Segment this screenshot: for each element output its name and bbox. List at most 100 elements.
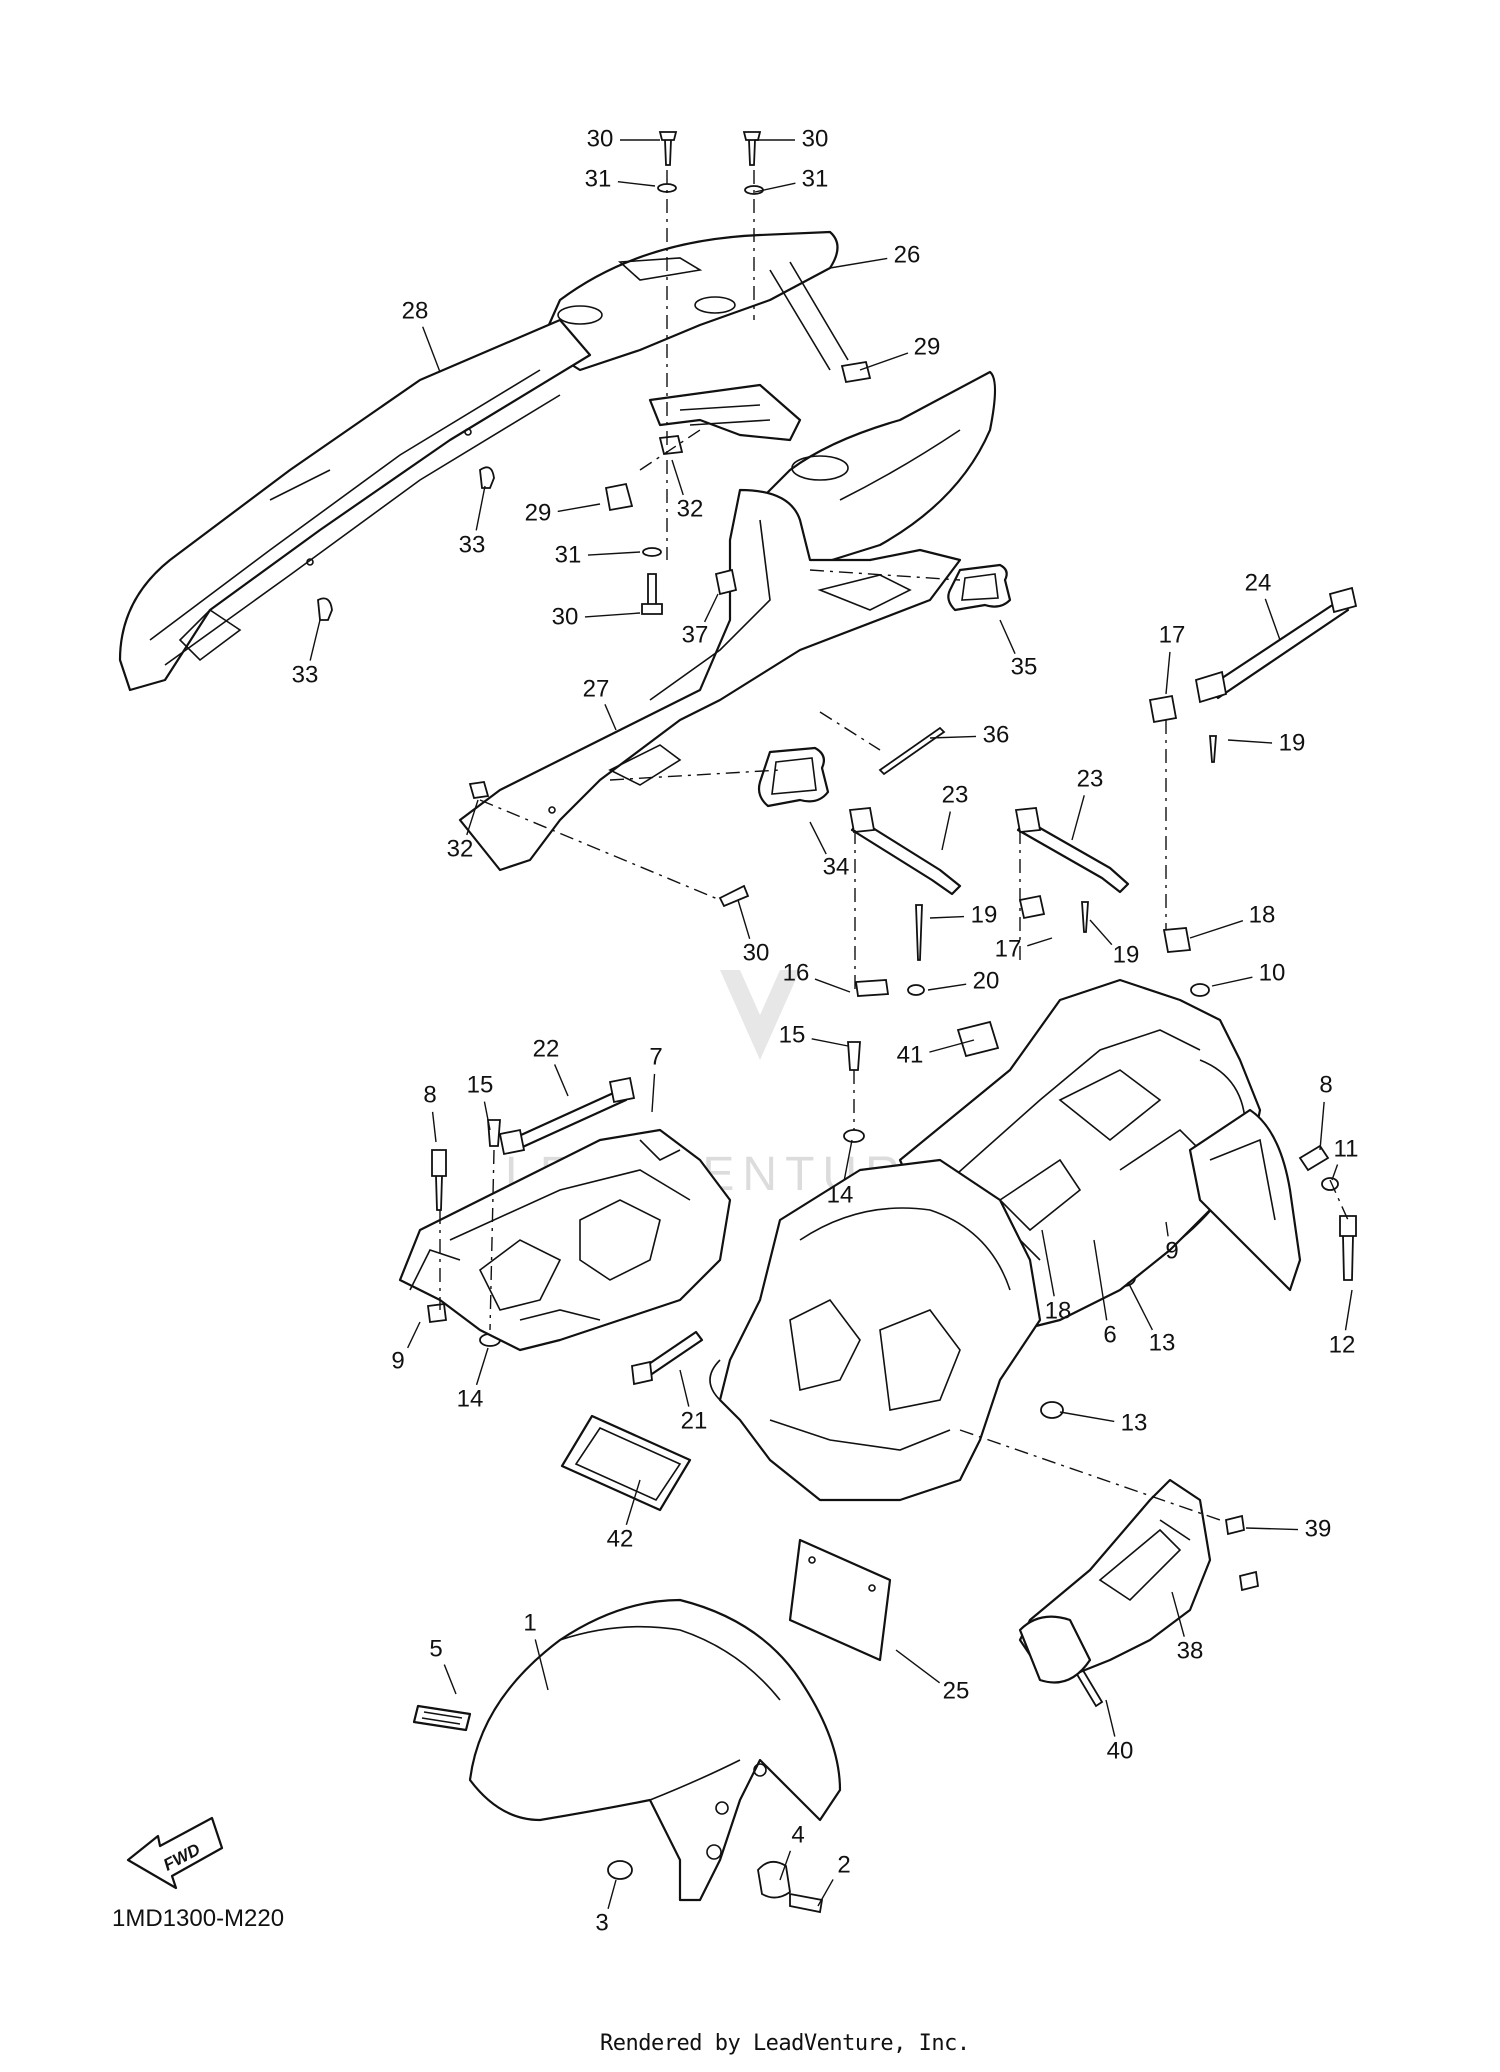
leader-line-c30c bbox=[584, 612, 641, 618]
part-1-front-fender bbox=[468, 1598, 842, 1902]
callout-c31a: 31 bbox=[585, 165, 612, 192]
callout-c20: 20 bbox=[973, 967, 1000, 994]
part-rear-fender-lower bbox=[709, 1158, 1042, 1502]
callout-c30b: 30 bbox=[802, 125, 829, 152]
callout-c37: 37 bbox=[682, 621, 709, 648]
callout-c22: 22 bbox=[533, 1035, 560, 1062]
part-23-strap-right bbox=[1014, 807, 1130, 894]
callout-c41: 41 bbox=[897, 1041, 924, 1068]
part-28-side-rail bbox=[118, 318, 592, 692]
callout-c15b: 15 bbox=[467, 1071, 494, 1098]
leader-line-c2 bbox=[817, 1879, 834, 1907]
leader-line-c19a bbox=[1227, 739, 1273, 744]
leader-line-c40 bbox=[1105, 1699, 1116, 1737]
leader-line-c5 bbox=[443, 1664, 457, 1695]
leader-line-c36 bbox=[929, 735, 977, 739]
part-mudguard-extension bbox=[1188, 1108, 1302, 1292]
leader-line-c17a bbox=[1165, 651, 1171, 695]
callout-c14b: 14 bbox=[457, 1385, 484, 1412]
leader-line-c34 bbox=[809, 821, 827, 855]
leader-line-c28 bbox=[422, 326, 441, 373]
callout-c18b: 18 bbox=[1045, 1297, 1072, 1324]
leader-line-c9b bbox=[407, 1321, 421, 1349]
part-22-strap bbox=[498, 1076, 636, 1156]
leader-line-c15a bbox=[811, 1038, 849, 1047]
leader-line-c37 bbox=[703, 593, 719, 623]
part-23-strap-left bbox=[848, 807, 962, 896]
callout-c4: 4 bbox=[791, 1821, 804, 1848]
leader-line-c29a bbox=[859, 352, 909, 371]
leader-line-c30d bbox=[737, 899, 751, 940]
callout-c1: 1 bbox=[523, 1609, 536, 1636]
callout-c21: 21 bbox=[681, 1407, 708, 1434]
callout-c17a: 17 bbox=[1159, 621, 1186, 648]
callout-c16: 16 bbox=[783, 959, 810, 986]
part-34-gasket bbox=[757, 746, 830, 808]
callout-c36: 36 bbox=[983, 721, 1010, 748]
callout-c13a: 13 bbox=[1149, 1329, 1176, 1356]
callout-c13b: 13 bbox=[1121, 1409, 1148, 1436]
callout-c9a: 9 bbox=[1165, 1237, 1178, 1264]
fwd-arrow: FWD bbox=[126, 1816, 224, 1890]
part-42-plate bbox=[560, 1414, 692, 1512]
diagram-code: 1MD1300-M220 bbox=[112, 1905, 284, 1932]
leader-line-c31b bbox=[754, 182, 796, 193]
leader-line-c31a bbox=[617, 180, 656, 187]
leader-line-c16 bbox=[814, 978, 851, 993]
callout-c19c: 19 bbox=[1113, 941, 1140, 968]
leader-line-c18a bbox=[1189, 920, 1244, 939]
leader-line-c4 bbox=[779, 1850, 792, 1881]
leader-line-c9a bbox=[1165, 1221, 1169, 1237]
part-26-cowl-top bbox=[538, 230, 849, 372]
callout-c26: 26 bbox=[894, 241, 921, 268]
callout-c23b: 23 bbox=[1077, 765, 1104, 792]
callout-c34: 34 bbox=[823, 853, 850, 880]
callout-c32a: 32 bbox=[677, 495, 704, 522]
leader-line-c22 bbox=[553, 1064, 569, 1097]
leader-line-c19b bbox=[929, 915, 965, 919]
leader-line-c12 bbox=[1344, 1289, 1353, 1331]
part-cowl-bracket bbox=[648, 383, 802, 442]
leader-line-c14b bbox=[475, 1347, 489, 1386]
callout-c40: 40 bbox=[1107, 1737, 1134, 1764]
callout-c28: 28 bbox=[402, 297, 429, 324]
leader-line-c8a bbox=[431, 1111, 437, 1143]
leader-line-c42 bbox=[625, 1479, 641, 1526]
leader-line-c31c bbox=[587, 551, 641, 556]
callout-c30c: 30 bbox=[552, 603, 579, 630]
part-27-side-cover bbox=[458, 488, 962, 872]
callout-c27: 27 bbox=[583, 675, 610, 702]
leader-line-c8b bbox=[1319, 1101, 1325, 1151]
callout-c8b: 8 bbox=[1319, 1071, 1332, 1098]
callout-c30a: 30 bbox=[587, 125, 614, 152]
part-35-gasket bbox=[947, 563, 1012, 612]
part-7-battery-box bbox=[398, 1128, 732, 1352]
leader-line-c32a bbox=[671, 459, 684, 496]
callout-c24: 24 bbox=[1245, 569, 1272, 596]
leader-line-c21 bbox=[679, 1369, 690, 1407]
alignment-lines bbox=[439, 170, 1349, 1521]
leader-line-c17b bbox=[1027, 937, 1053, 947]
callout-c33b: 33 bbox=[292, 661, 319, 688]
part-5-emblem bbox=[412, 1704, 472, 1732]
callout-c12: 12 bbox=[1329, 1331, 1356, 1358]
leader-line-c32b bbox=[466, 799, 479, 836]
part-24-strap bbox=[1194, 586, 1358, 704]
leader-line-c23a bbox=[941, 811, 952, 851]
callout-c19a: 19 bbox=[1279, 729, 1306, 756]
leader-line-c41 bbox=[929, 1039, 975, 1053]
leader-line-c23b bbox=[1071, 795, 1085, 841]
callout-c17b: 17 bbox=[995, 935, 1022, 962]
callout-c38: 38 bbox=[1177, 1637, 1204, 1664]
part-25-plate bbox=[788, 1538, 892, 1662]
callout-c35: 35 bbox=[1011, 653, 1038, 680]
callout-c29a: 29 bbox=[914, 333, 941, 360]
callout-c39: 39 bbox=[1305, 1515, 1332, 1542]
callout-c29b: 29 bbox=[525, 499, 552, 526]
leader-line-c25 bbox=[895, 1649, 941, 1684]
callout-c9b: 9 bbox=[391, 1347, 404, 1374]
leader-line-c20 bbox=[927, 983, 967, 991]
callout-c31b: 31 bbox=[802, 165, 829, 192]
